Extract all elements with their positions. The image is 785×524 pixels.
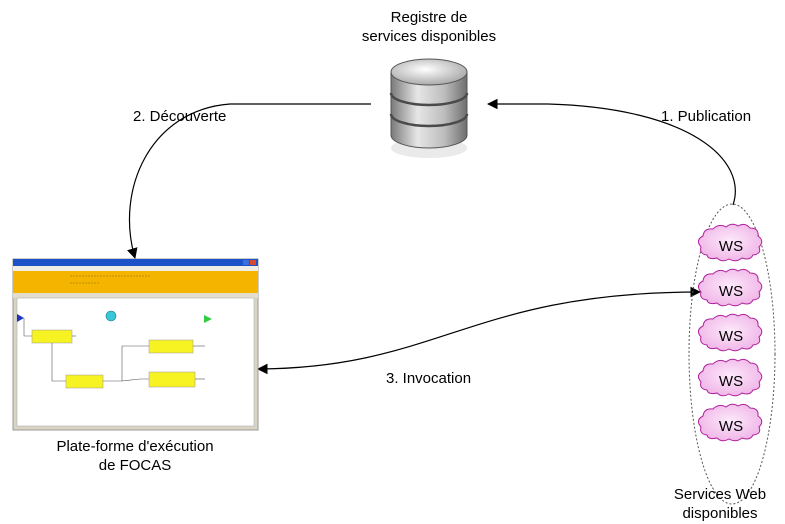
window-toolbar xyxy=(13,271,258,293)
registry-title-line1: Registre de xyxy=(390,9,468,26)
discovery-label: 2. Découverte xyxy=(133,108,227,125)
workflow-block xyxy=(65,374,104,389)
publication-label: 1. Publication xyxy=(661,108,752,125)
platform-caption: Plate-forme d'exécution de FOCAS xyxy=(20,437,250,475)
ws-cloud-icon: WS xyxy=(697,223,763,262)
ws-label: WS xyxy=(719,328,743,345)
ws-label: WS xyxy=(719,373,743,390)
workflow-block xyxy=(31,329,73,344)
platform-caption-line2: de FOCAS xyxy=(98,457,172,474)
platform-caption-line1: Plate-forme d'exécution xyxy=(56,438,214,455)
invocation-label: 3. Invocation xyxy=(386,370,472,387)
ws-label: WS xyxy=(719,283,743,300)
invocation-arrow xyxy=(256,286,702,375)
registry-title: Registre de services disponibles xyxy=(346,8,512,46)
window-menubar xyxy=(13,266,258,271)
web-services-caption: Services Web disponibles xyxy=(660,485,780,523)
ws-cloud-icon: WS xyxy=(697,403,763,442)
database-icon xyxy=(389,58,469,158)
discovery-arrow xyxy=(127,103,371,260)
start-node-icon xyxy=(17,314,24,322)
end-node-icon xyxy=(204,315,212,323)
ws-cloud-icon: WS xyxy=(697,358,763,397)
ws-label: WS xyxy=(719,238,743,255)
window-titlebar xyxy=(13,259,258,266)
ws-cloud-icon: WS xyxy=(697,268,763,307)
web-services-caption-line2: disponibles xyxy=(682,505,758,522)
workflow-block xyxy=(148,371,196,388)
registry-title-line2: services disponibles xyxy=(361,28,497,45)
ws-cloud-icon: WS xyxy=(697,313,763,352)
web-services-caption-line1: Services Web xyxy=(673,486,767,503)
focas-platform-window xyxy=(12,258,259,431)
cyan-node-icon xyxy=(105,310,117,322)
publication-arrow xyxy=(486,98,736,206)
workflow-block xyxy=(148,339,194,354)
workflow-canvas xyxy=(16,297,255,427)
ws-label: WS xyxy=(719,418,743,435)
web-services-group-outline xyxy=(688,203,776,505)
